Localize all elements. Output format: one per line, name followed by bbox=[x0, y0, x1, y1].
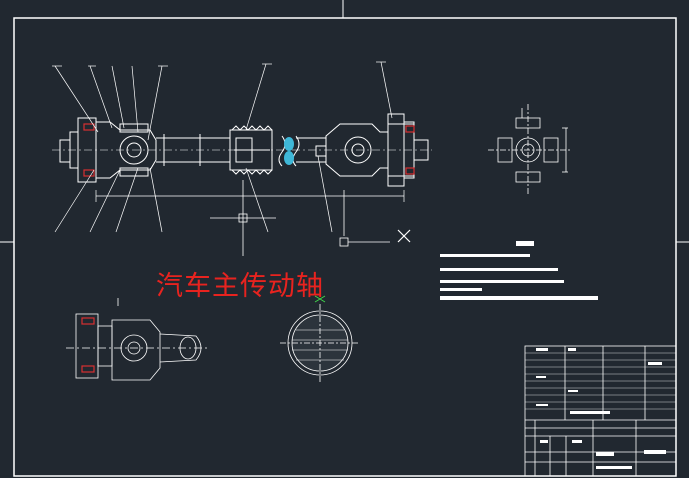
snap-marker-icon bbox=[339, 190, 390, 247]
break-hatch bbox=[284, 137, 294, 165]
spline-cross-section bbox=[280, 304, 360, 384]
drawing-title: 汽车主传动轴 bbox=[156, 271, 324, 302]
crosshair-cursor-icon bbox=[210, 180, 276, 256]
title-block-fills bbox=[536, 348, 666, 469]
bolt-markers bbox=[81, 123, 415, 373]
technical-notes bbox=[440, 241, 598, 300]
title-block bbox=[524, 345, 677, 477]
close-x-icon[interactable] bbox=[397, 229, 411, 243]
cross-section-view-right bbox=[488, 104, 570, 196]
title-block-rows bbox=[525, 352, 676, 410]
shaft-assembly-view bbox=[52, 113, 432, 202]
section-marker-icon bbox=[314, 295, 326, 303]
leader-lines bbox=[52, 61, 393, 233]
detail-view-yoke bbox=[66, 298, 210, 381]
